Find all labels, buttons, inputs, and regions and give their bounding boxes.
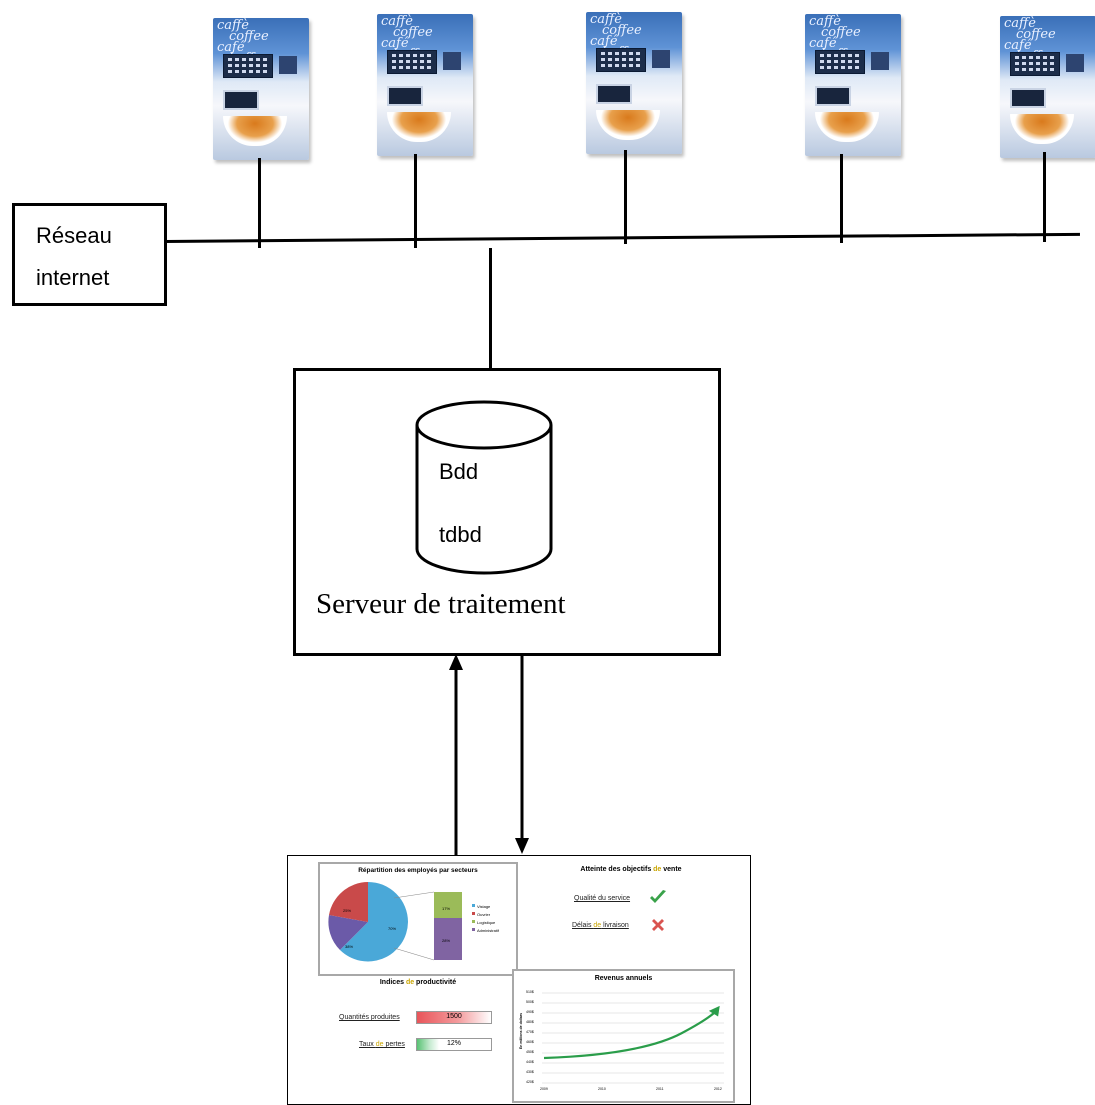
machine-slot	[871, 52, 889, 70]
server-link	[489, 248, 492, 370]
machine-slot	[652, 50, 670, 68]
pie-label-1: 25%	[343, 908, 352, 913]
network-label-line1: Réseau	[36, 223, 112, 248]
bar-segment-2	[434, 918, 462, 960]
qty-produced-link[interactable]: Quantités produites	[339, 1014, 400, 1021]
check-icon	[650, 890, 666, 903]
machine-screen	[1010, 88, 1046, 108]
dashboard-image: Répartition des employés par secteurs 25…	[287, 855, 751, 1105]
revenue-ytick: 460$	[526, 1040, 534, 1044]
vending-machine-5: caffècoffeecafékaffee	[1000, 16, 1095, 158]
machine-cup	[596, 110, 660, 140]
pie-legend-2: Ouvrier	[477, 912, 491, 917]
revenue-xtick: 2010	[598, 1087, 606, 1091]
machine-link-2	[414, 154, 417, 248]
revenue-arrow-icon	[708, 1005, 720, 1017]
machine-cup	[815, 112, 879, 142]
pie-slice-ouvrier	[329, 882, 368, 922]
bar-segment-1	[434, 892, 462, 918]
loss-rate-link[interactable]: Taux de pertes	[359, 1041, 405, 1048]
machine-link-5	[1043, 152, 1046, 242]
db-label-tdbd: tdbd	[439, 522, 482, 547]
pie-title: Répartition des employés par secteurs	[358, 867, 478, 874]
pie-panel: Répartition des employés par secteurs 25…	[318, 862, 518, 976]
vending-machine-2: caffècoffeecafékaffee	[377, 14, 473, 156]
revenue-ytick: 500$	[526, 1000, 534, 1004]
revenue-line	[543, 1012, 715, 1060]
machine-button-panel	[223, 54, 273, 78]
pie-slice-administratif	[328, 915, 368, 950]
pie-label-3: 70%	[388, 926, 397, 931]
database-icon	[415, 400, 553, 575]
pie-legend-1: Vistage	[477, 904, 491, 909]
revenue-panel: Revenus annuels En millions de dollars 5…	[512, 969, 735, 1103]
machine-link-3	[624, 150, 627, 244]
revenue-ytick: 440$	[526, 1060, 534, 1064]
vending-machine-1: caffècoffeecafékaffee	[213, 18, 309, 160]
vending-machine-4: caffècoffeecafékaffee	[805, 14, 901, 156]
revenue-ytick: 450$	[526, 1050, 534, 1054]
objectives-title: Atteinte des objectifs de vente	[580, 866, 682, 873]
machine-button-panel	[596, 48, 646, 72]
network-label-line2: internet	[36, 265, 110, 290]
db-label-bdd: Bdd	[439, 459, 479, 484]
arrow-up-icon	[449, 654, 463, 670]
revenue-xtick: 2011	[656, 1087, 664, 1091]
revenue-ytick: 430$	[526, 1070, 534, 1074]
machine-screen	[815, 86, 851, 106]
arrow-down-icon	[515, 838, 529, 854]
machine-button-panel	[1010, 52, 1060, 76]
cross-icon	[652, 919, 664, 931]
pie-chart	[328, 882, 475, 962]
arrows	[449, 654, 529, 856]
machine-slot	[1066, 54, 1084, 72]
machine-screen	[223, 90, 259, 110]
productivity-title: Indices de productivité	[379, 979, 457, 986]
qty-produced-value: 1500	[446, 1013, 462, 1020]
machine-button-panel	[815, 50, 865, 74]
pie-legend-3: Logistique	[477, 920, 496, 925]
machine-cup	[1010, 114, 1074, 144]
revenue-ytick: 510$	[526, 990, 534, 994]
revenue-chart	[542, 992, 724, 1084]
pie-label-2: 38%	[345, 944, 354, 949]
server-box: Bdd tdbd Serveur de traitement	[293, 368, 721, 656]
machine-slot	[279, 56, 297, 74]
revenue-ytick: 420$	[526, 1080, 534, 1084]
server-caption: Serveur de traitement	[316, 588, 566, 620]
loss-rate-bar: 12%	[416, 1038, 492, 1051]
revenue-xtick: 2012	[714, 1087, 722, 1091]
machine-cup	[387, 112, 451, 142]
loss-rate-value: 12%	[446, 1040, 461, 1047]
revenue-ytick: 470$	[526, 1030, 534, 1034]
qty-produced-bar: 1500	[416, 1011, 492, 1024]
revenue-title: Revenus annuels	[594, 975, 653, 982]
network-bus-line	[164, 232, 1080, 243]
bar-label-1: 17%	[442, 906, 451, 911]
vending-machine-3: caffècoffeecafékaffee	[586, 12, 682, 154]
revenue-ytick: 490$	[526, 1010, 534, 1014]
pie-legend-4: Administratif	[477, 928, 500, 933]
revenue-xtick: 2009	[540, 1087, 548, 1091]
objective-delivery-link[interactable]: Délais de livraison	[572, 922, 629, 929]
machine-cup	[223, 116, 287, 146]
bar-label-2: 28%	[442, 938, 451, 943]
objective-service-link[interactable]: Qualité du service	[574, 895, 631, 902]
pie-slice-logistique	[340, 882, 408, 962]
machine-link-1	[258, 158, 261, 248]
network-box: Réseau internet	[12, 203, 167, 306]
machine-screen	[387, 86, 423, 106]
revenue-ytick: 480$	[526, 1020, 534, 1024]
machine-button-panel	[387, 50, 437, 74]
machine-slot	[443, 52, 461, 70]
machine-link-4	[840, 154, 843, 243]
machine-screen	[596, 84, 632, 104]
revenue-ylabel: En millions de dollars	[519, 1012, 523, 1050]
